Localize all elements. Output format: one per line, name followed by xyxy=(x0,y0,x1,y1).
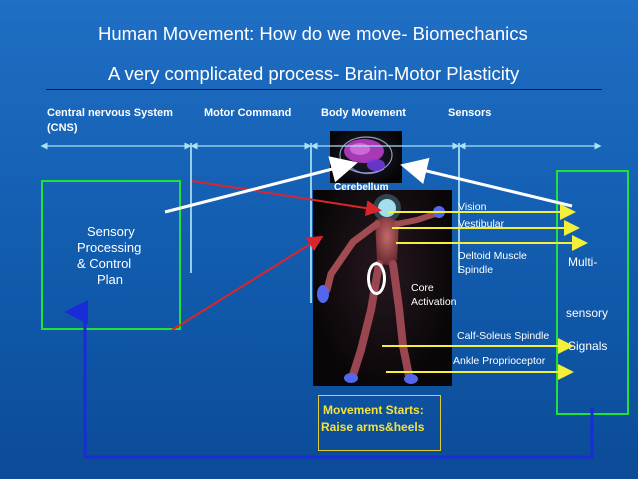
sensory-processing-line2: Processing xyxy=(77,240,142,255)
header-cns-line2: (CNS) xyxy=(47,122,78,134)
motor-command-arrows xyxy=(171,180,382,331)
movement-starts-line1: Movement Starts: xyxy=(323,403,424,417)
header-cns-line1: Central nervous System xyxy=(47,107,173,119)
movement-starts-line2: Raise arms&heels xyxy=(321,420,425,434)
multisensory-line1: Multi- xyxy=(568,255,598,269)
sensory-processing-line3: & Control xyxy=(77,256,132,271)
separator-body-sensors xyxy=(458,143,460,273)
label-core: Core Activation xyxy=(411,281,457,309)
sensory-processing-line4: Plan xyxy=(97,272,124,287)
feedback-loop-arrow xyxy=(64,300,594,459)
label-core-line1: Core xyxy=(411,282,434,294)
sensory-processing-box: Sensory Processing & Control Plan xyxy=(41,180,181,330)
header-motor-command: Motor Command xyxy=(204,107,292,119)
core-ellipse-icon xyxy=(367,262,386,295)
feedback-to-brain-arrows xyxy=(164,156,573,214)
label-cerebellum: Cerebellum xyxy=(334,182,389,193)
label-deltoid: Deltoid Muscle Spindle xyxy=(458,249,527,277)
separator-motor-body xyxy=(310,143,312,303)
label-deltoid-line1: Deltoid Muscle xyxy=(458,250,527,262)
header-cns: Central nervous System (CNS) xyxy=(47,106,173,136)
slide-title: Human Movement: How do we move- Biomecha… xyxy=(98,23,528,44)
label-vision: Vision xyxy=(458,201,487,213)
human-figure-icon xyxy=(317,194,445,384)
label-deltoid-line2: Spindle xyxy=(458,264,494,276)
label-ankle-proprioceptor: Ankle Proprioceptor xyxy=(453,355,546,367)
label-calf-soleus: Calf-Soleus Spindle xyxy=(457,330,550,342)
header-sensors: Sensors xyxy=(448,107,492,119)
sensor-signal-arrows xyxy=(382,204,588,380)
title-divider xyxy=(46,89,602,90)
separator-cns-motor xyxy=(190,143,192,273)
multisensory-line3: Signals xyxy=(568,339,608,353)
label-core-line2: Activation xyxy=(411,296,457,308)
movement-starts-box: Movement Starts: Raise arms&heels xyxy=(318,395,441,451)
sensory-processing-line1: Sensory xyxy=(87,224,135,239)
slide-subtitle: A very complicated process- Brain-Motor … xyxy=(108,63,520,84)
multisensory-line2: sensory xyxy=(566,306,609,320)
header-body-movement: Body Movement xyxy=(321,107,406,119)
